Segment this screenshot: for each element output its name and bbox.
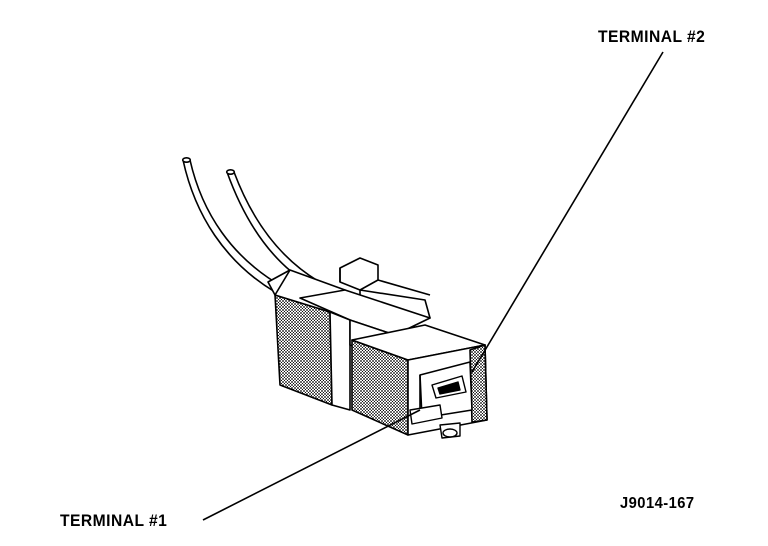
terminal-1-label: TERMINAL #1 bbox=[60, 511, 168, 530]
figure-id-label: J9014-167 bbox=[620, 495, 695, 512]
terminal-2-socket bbox=[431, 375, 467, 399]
leader-line-terminal-1 bbox=[202, 409, 421, 521]
terminal-2-label: TERMINAL #2 bbox=[598, 27, 706, 46]
terminal-1-tab bbox=[409, 404, 461, 439]
wire-left bbox=[181, 157, 284, 293]
leader-line-terminal-2 bbox=[471, 51, 664, 373]
wire-right bbox=[225, 169, 319, 286]
